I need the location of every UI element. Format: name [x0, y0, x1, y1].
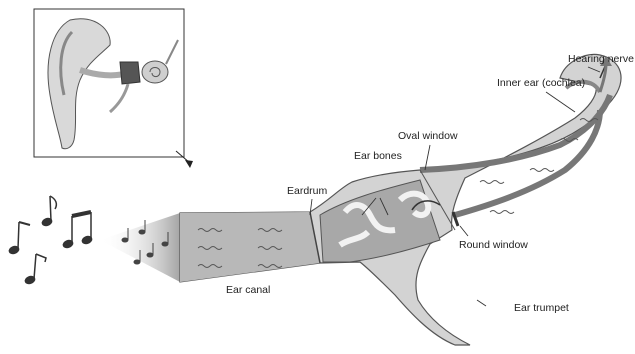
label-round-window: Round window	[459, 240, 528, 251]
label-hearing-nerve: Hearing nerve	[568, 54, 634, 65]
label-oval-window: Oval window	[398, 131, 458, 142]
label-inner-ear: Inner ear (cochlea)	[497, 78, 585, 89]
label-eardrum: Eardrum	[287, 186, 327, 197]
music-notes-icon	[8, 196, 93, 285]
sound-beam	[100, 213, 180, 282]
label-ear-canal: Ear canal	[226, 285, 270, 296]
outer-ear-inset	[34, 9, 193, 168]
label-ear-bones: Ear bones	[354, 151, 402, 162]
label-ear-trumpet: Ear trumpet	[514, 303, 569, 314]
